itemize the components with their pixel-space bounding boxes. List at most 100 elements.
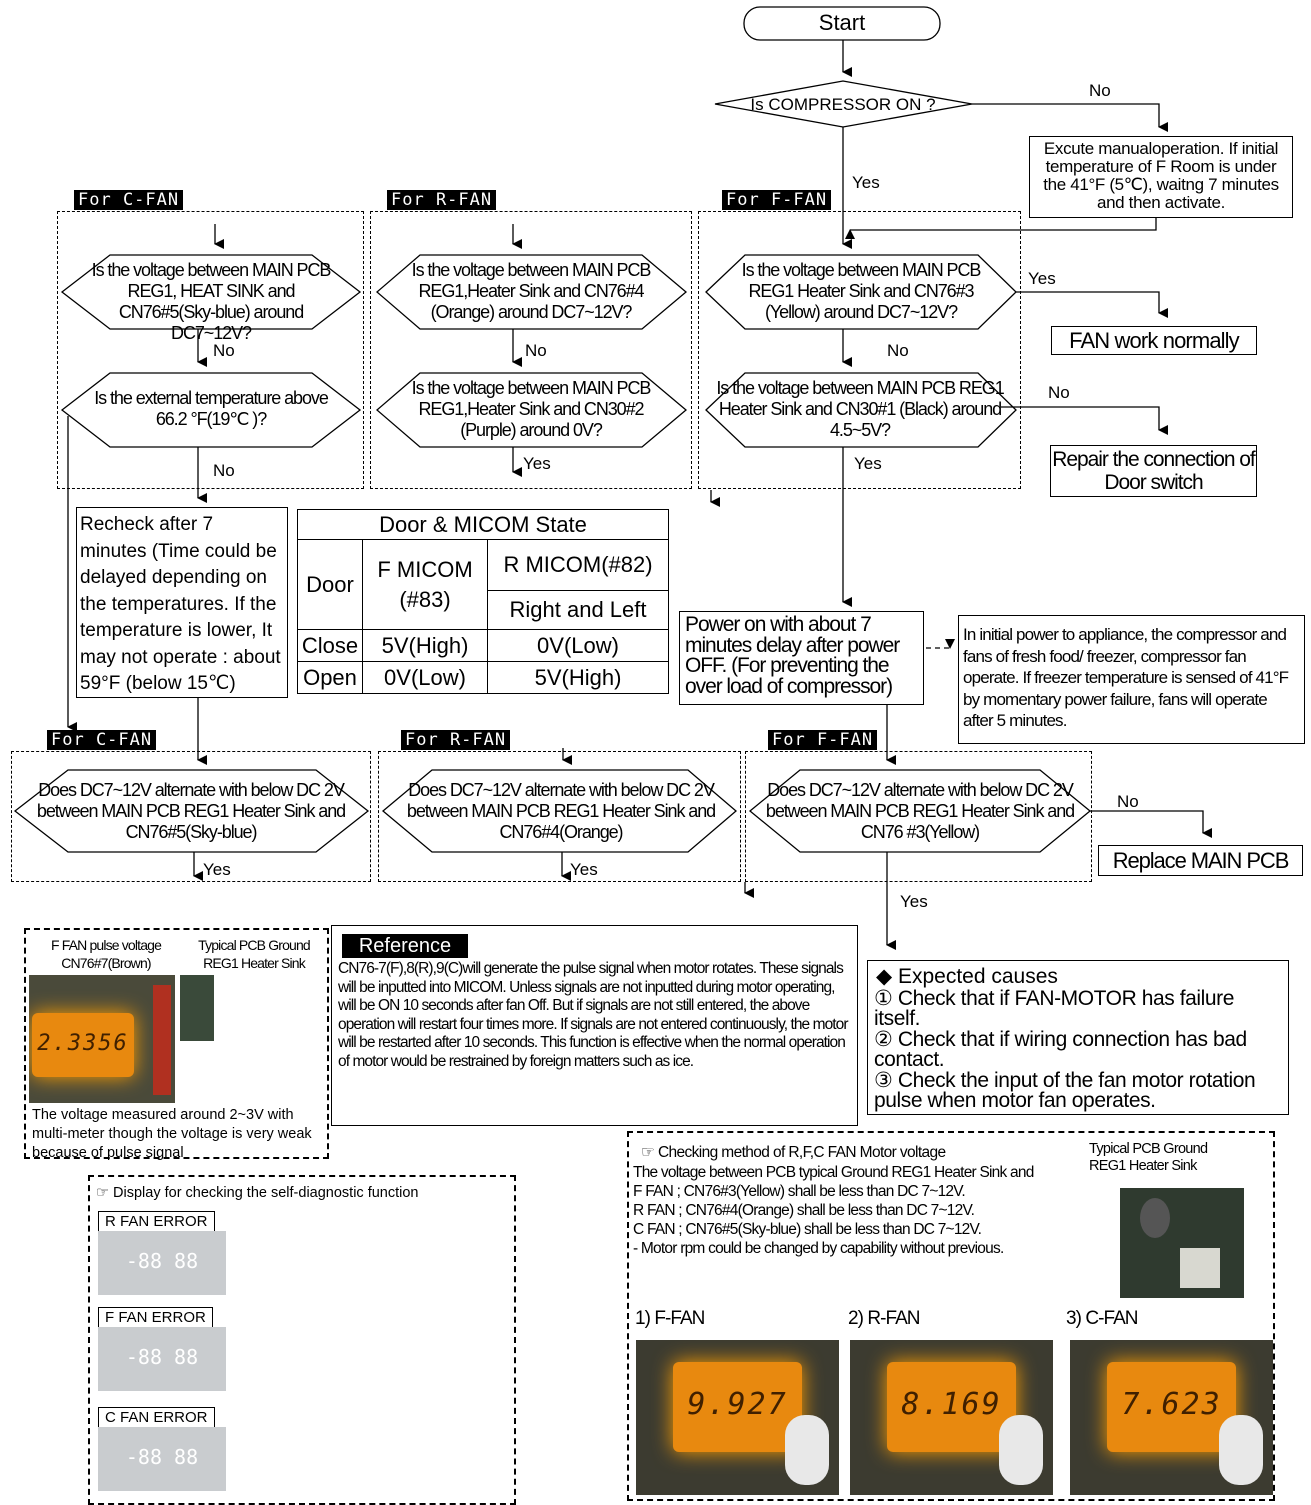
- f-fan-question-2: Is the voltage between MAIN PCB REG1 Hea…: [716, 378, 1004, 440]
- checking-line: - Motor rpm could be changed by capabili…: [633, 1240, 1004, 1257]
- label-no-f1: No: [887, 341, 909, 360]
- r-fan-question-2: Is the voltage between MAIN PCB REG1,Hea…: [411, 378, 652, 440]
- expected-causes-panel: ◆ Expected causes ① Check that if FAN-MO…: [867, 960, 1289, 1115]
- label-no-compressor: No: [1089, 81, 1111, 100]
- recheck-box: Recheck after 7 minutes (Time could be d…: [76, 507, 288, 698]
- f-fan-error-label: F FAN ERROR: [98, 1307, 213, 1328]
- label-no-r1: No: [525, 341, 547, 360]
- c-fan-group-top: [57, 211, 364, 489]
- state-row-f: 0V(Low): [362, 661, 488, 694]
- checking-line: R FAN ; CN76#4(Orange) shall be less tha…: [633, 1202, 975, 1219]
- door-micom-state-table: Door & MICOM State Door F MICOM (#83) R …: [297, 509, 669, 694]
- state-row-door: Close: [297, 629, 363, 662]
- state-header-f-micom: F MICOM (#83): [362, 539, 488, 630]
- c-fan-question-3: Does DC7~12V alternate with below DC 2V …: [36, 780, 346, 842]
- selfdiag-title: ☞ Display for checking the self-diagnost…: [96, 1185, 419, 1201]
- label-yes-f2: Yes: [854, 454, 882, 473]
- initial-power-box: In initial power to appliance, the compr…: [958, 615, 1305, 744]
- state-row-r: 5V(High): [487, 661, 669, 694]
- r-fan-reading: 8.169: [901, 1386, 1002, 1422]
- c-fan-question-2: Is the external temperature above 66.2 °…: [94, 388, 329, 429]
- state-row-r: 0V(Low): [487, 629, 669, 662]
- fan-label: 2) R-FAN: [848, 1308, 921, 1329]
- power-on-text: Power on with about 7 minutes delay afte…: [685, 613, 900, 698]
- pulse-meter-photo: 2.3356: [29, 975, 175, 1103]
- reference-title: Reference: [342, 934, 468, 958]
- label-yes-f1: Yes: [1028, 269, 1056, 288]
- causes-title: ◆ Expected causes: [876, 965, 1058, 988]
- checking-method-panel: ☞ Checking method of R,F,C FAN Motor vol…: [627, 1131, 1275, 1501]
- checking-photo-caption: Typical PCB Ground REG1 Heater Sink: [1089, 1141, 1208, 1174]
- lcd-digits: -88 88: [125, 1345, 199, 1369]
- tag-r-fan-lower: For R-FAN: [401, 730, 511, 750]
- label-yes-r3: Yes: [570, 860, 598, 879]
- compressor-question: Is COMPRESSOR ON ?: [750, 95, 936, 114]
- checking-line: The voltage between PCB typical Ground R…: [633, 1164, 1034, 1181]
- r-fan-error-label: R FAN ERROR: [98, 1211, 215, 1232]
- recheck-text: Recheck after 7 minutes (Time could be d…: [80, 514, 281, 694]
- replace-pcb-box: Replace MAIN PCB: [1098, 845, 1303, 876]
- manual-operation-text: Excute manualoperation. If initial tempe…: [1043, 139, 1279, 212]
- pulse-caption-2: Typical PCB Ground REG1 Heater Sink: [198, 937, 311, 971]
- state-header-r-micom: R MICOM(#82): [487, 539, 669, 591]
- tag-c-fan-lower: For C-FAN: [47, 730, 157, 750]
- cause-item: ② Check that if wiring connection has ba…: [874, 1028, 1247, 1071]
- state-header-door: Door: [297, 539, 363, 630]
- f-fan-error-display: -88 88: [98, 1327, 226, 1391]
- checking-line: C FAN ; CN76#5(Sky-blue) shall be less t…: [633, 1221, 982, 1238]
- c-fan-reading: 7.623: [1121, 1386, 1222, 1422]
- r-fan-question-3: Does DC7~12V alternate with below DC 2V …: [406, 780, 716, 842]
- f-fan-group-top: [698, 211, 1021, 489]
- f-fan-question-3: Does DC7~12V alternate with below DC 2V …: [765, 780, 1075, 842]
- lcd-digits: -88 88: [125, 1249, 199, 1273]
- cause-item: ① Check that if FAN-MOTOR has failure it…: [874, 987, 1235, 1030]
- r-fan-group-top: [370, 211, 692, 489]
- tag-f-fan-lower: For F-FAN: [768, 730, 878, 750]
- initial-power-text: In initial power to appliance, the compr…: [963, 625, 1289, 730]
- label-yes-c3: Yes: [203, 860, 231, 879]
- label-yes-compressor: Yes: [852, 173, 880, 192]
- label-no-f3: No: [1117, 792, 1139, 811]
- power-on-box: Power on with about 7 minutes delay afte…: [679, 611, 924, 705]
- lcd-digits: -88 88: [125, 1445, 199, 1469]
- state-row-f: 5V(High): [362, 629, 488, 662]
- reference-panel: Reference CN76-7(F),8(R),9(C)will genera…: [331, 925, 858, 1126]
- r-fan-question-1: Is the voltage between MAIN PCB REG1,Hea…: [411, 260, 652, 322]
- tag-r-fan: For R-FAN: [387, 190, 497, 210]
- fan-normal-box: FAN work normally: [1051, 326, 1257, 355]
- label-no-c1: No: [213, 341, 235, 360]
- r-fan-group-bottom: [378, 751, 741, 882]
- label-no-c2: No: [213, 461, 235, 480]
- fan-label: 3) C-FAN: [1066, 1308, 1139, 1329]
- label-yes-f3: Yes: [900, 892, 928, 911]
- state-header-r-sub: Right and Left: [487, 590, 669, 630]
- tag-c-fan: For C-FAN: [74, 190, 184, 210]
- r-fan-meter-photo: 8.169: [850, 1340, 1053, 1495]
- cause-item: ③ Check the input of the fan motor rotat…: [874, 1069, 1256, 1112]
- c-fan-question-1: Is the voltage between MAIN PCB REG1, HE…: [91, 260, 332, 343]
- pulse-meter-reading: 2.3356: [37, 1031, 129, 1057]
- c-fan-error-label: C FAN ERROR: [98, 1407, 215, 1428]
- pulse-note: The voltage measured around 2~3V with mu…: [32, 1107, 312, 1161]
- reference-text: CN76-7(F),8(R),9(C)will generate the pul…: [338, 960, 849, 1070]
- c-fan-group-bottom: [11, 751, 371, 882]
- pulse-caption-1: F FAN pulse voltage CN76#7(Brown): [50, 937, 162, 971]
- manual-operation-box: Excute manualoperation. If initial tempe…: [1029, 136, 1293, 218]
- tag-f-fan: For F-FAN: [722, 190, 832, 210]
- f-fan-meter-photo: 9.927: [636, 1340, 839, 1495]
- f-fan-group-bottom: [745, 751, 1092, 882]
- c-fan-error-display: -88 88: [98, 1427, 226, 1491]
- f-fan-reading: 9.927: [687, 1386, 788, 1422]
- pulse-voltage-panel: F FAN pulse voltage CN76#7(Brown) Typica…: [24, 928, 329, 1161]
- start-terminal: Start: [818, 10, 866, 35]
- repair-door-box: Repair the connection of Door switch: [1050, 445, 1257, 497]
- repair-door-text: Repair the connection of Door switch: [1052, 448, 1256, 494]
- label-yes-r2: Yes: [523, 454, 551, 473]
- self-diagnostic-panel: ☞ Display for checking the self-diagnost…: [88, 1175, 516, 1505]
- replace-pcb-text: Replace MAIN PCB: [1112, 848, 1290, 873]
- state-row-door: Open: [297, 661, 363, 694]
- r-fan-error-display: -88 88: [98, 1231, 226, 1295]
- pcb-ground-photo: [1120, 1188, 1244, 1298]
- f-fan-question-1: Is the voltage between MAIN PCB REG1 Hea…: [741, 260, 982, 322]
